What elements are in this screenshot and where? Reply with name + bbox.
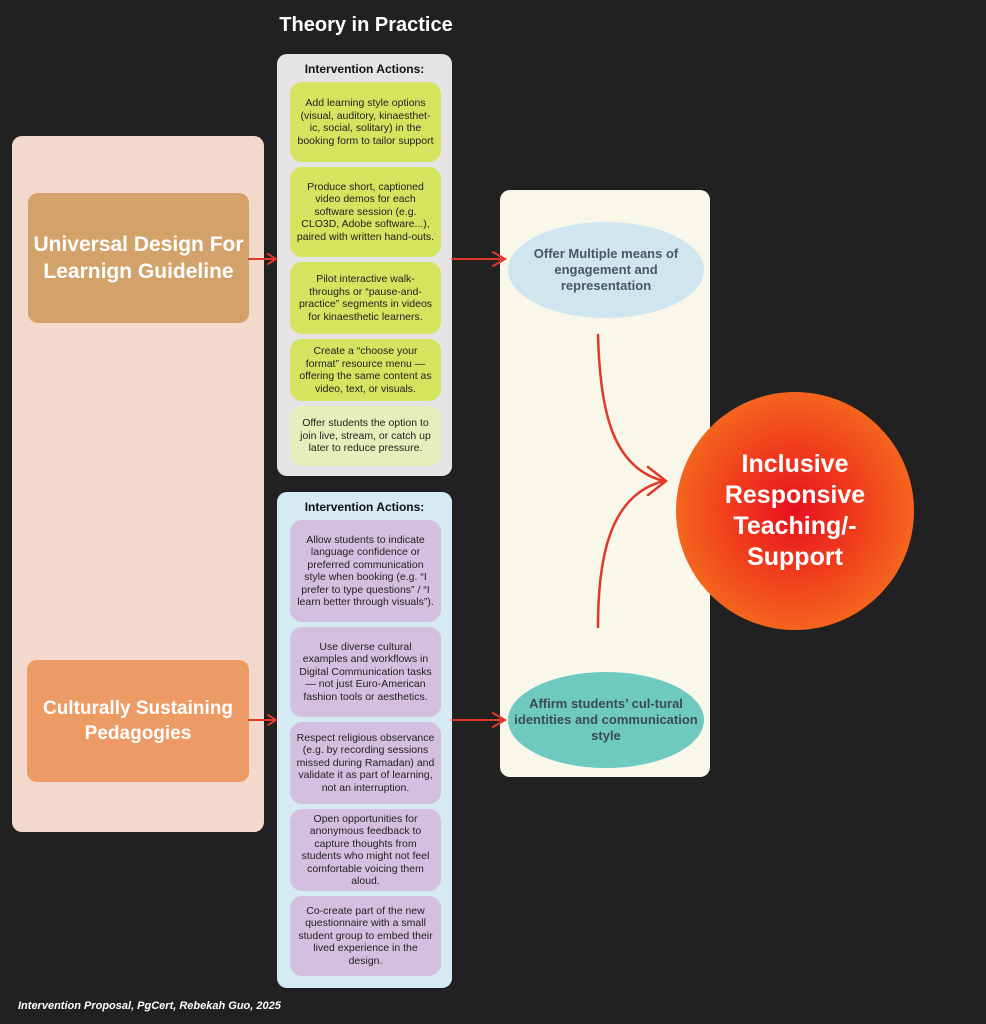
csp-action-item: Open opportunities for anonymous feedbac…: [290, 809, 441, 891]
udl-action-item: Offer students the option to join live, …: [290, 406, 441, 466]
udl-outcome-ellipse: Offer Multiple means of engagement and r…: [508, 222, 704, 318]
udl-model-box: Universal Design For Learnign Guideline: [28, 193, 249, 323]
csp-outcome-ellipse: Affirm students’ cul-tural identities an…: [508, 672, 704, 768]
footer-credit: Intervention Proposal, PgCert, Rebekah G…: [18, 1000, 281, 1012]
udl-action-item: Produce short, captioned video demos for…: [290, 167, 441, 257]
convergence-arrow: [596, 333, 669, 629]
csp-model-box: Culturally Sustaining Pedagogies: [27, 660, 249, 782]
udl-to-actions-arrow: [248, 253, 278, 265]
udl-actions-to-outcome-arrow: [451, 251, 507, 267]
udl-action-item: Create a “choose your format” resource m…: [290, 339, 441, 401]
csp-actions-to-outcome-arrow: [451, 712, 507, 728]
csp-action-item: Respect religious observance (e.g. by re…: [290, 722, 441, 804]
csp-actions-heading: Intervention Actions:: [304, 500, 425, 514]
csp-action-item: Use diverse cultural examples and workfl…: [290, 627, 441, 717]
csp-action-item: Co-create part of the new questionnaire …: [290, 896, 441, 976]
csp-to-actions-arrow: [248, 714, 278, 726]
diagram-title: Theory in Practice: [279, 14, 453, 36]
csp-action-item: Allow students to indicate language conf…: [290, 520, 441, 622]
udl-action-item: Pilot interactive walk-throughs or “paus…: [290, 262, 441, 334]
udl-action-item: Add learning style options (visual, audi…: [290, 82, 441, 162]
goal-circle: Inclusive Responsive Teaching/-Support: [676, 392, 914, 630]
udl-actions-heading: Intervention Actions:: [304, 62, 425, 76]
